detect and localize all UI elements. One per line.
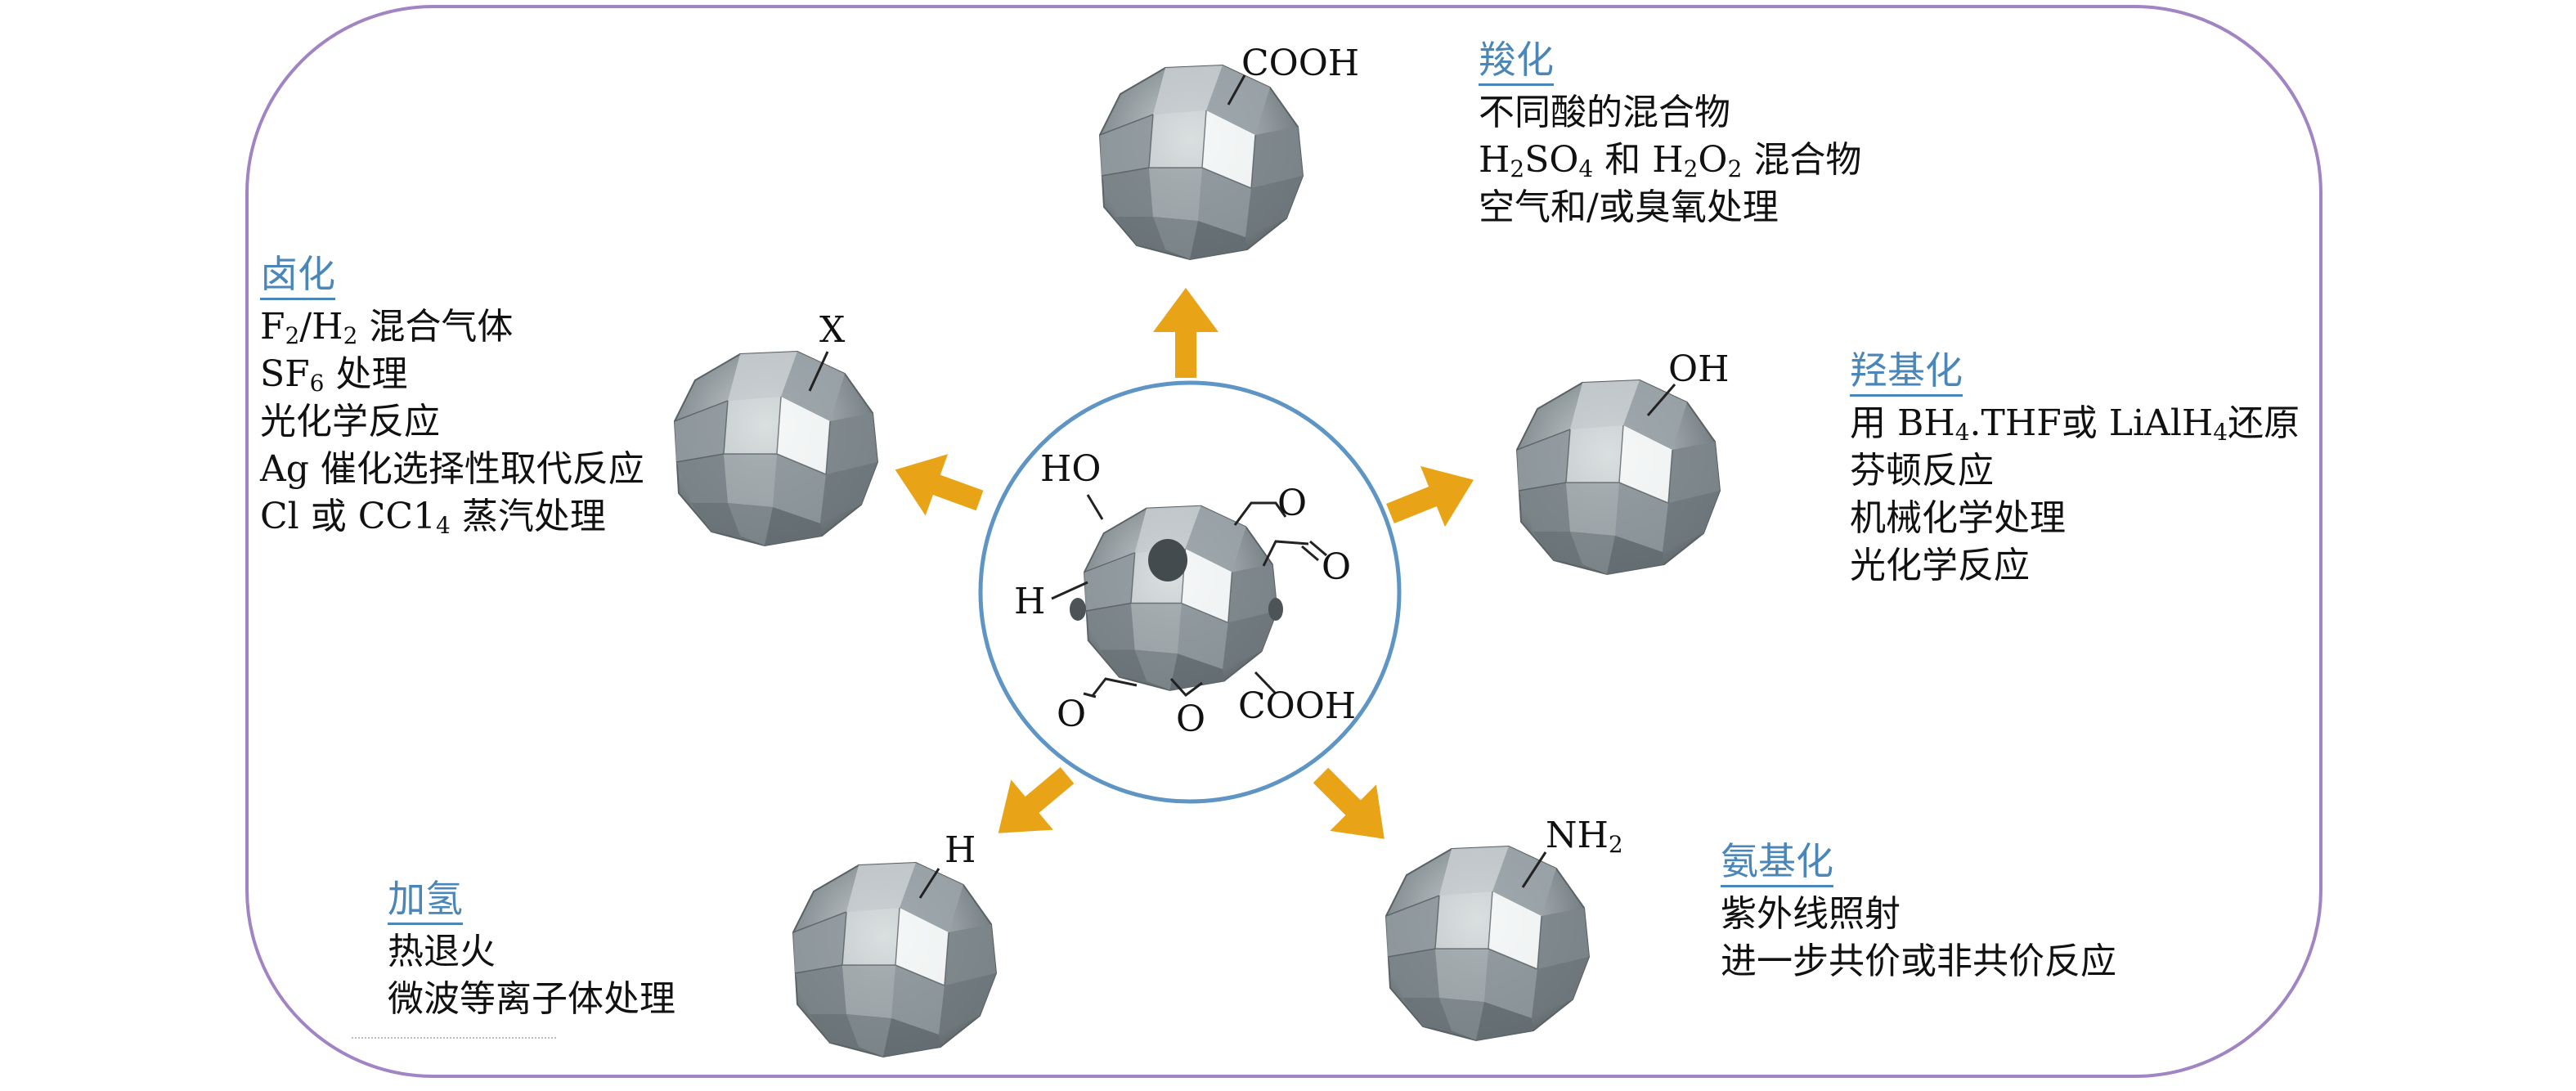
group-line-hydrogenation: 热退火 — [388, 928, 675, 976]
particle-label-amine: NH2 — [1546, 815, 1623, 858]
line-segment: 热退火 — [388, 931, 496, 972]
line-segment: 不同酸的混合物 — [1479, 92, 1730, 133]
bond-carboxyl — [1227, 74, 1246, 106]
bond-hydrogen — [918, 868, 940, 899]
group-title-amination: 氨基化 — [1721, 839, 1833, 887]
rounded-frame — [245, 5, 2322, 1078]
group-title-hydrogenation: 加氢 — [388, 877, 463, 925]
line-segment: O — [1698, 139, 1728, 181]
group-line-halogenation: 光化学反应 — [260, 398, 644, 446]
group-line-hydroxylation: 用 BH4.THF或 LiAlH4还原 — [1850, 400, 2300, 447]
line-segment: 6 — [309, 370, 325, 397]
center-pore-left — [1070, 598, 1086, 621]
group-line-halogenation: SF6 处理 — [260, 351, 644, 398]
line-segment: 处理 — [324, 353, 408, 395]
center-label-o-left: O — [1057, 694, 1087, 735]
line-segment: .THF或 LiAlH — [1969, 402, 2214, 444]
arrow-up-right — [1378, 449, 1486, 545]
line-segment: Cl 或 CC1 — [260, 496, 437, 537]
group-line-hydroxylation: 芬顿反应 — [1850, 447, 2300, 495]
particle-amine — [1385, 846, 1590, 1041]
center-label-o-epoxy: O — [1176, 698, 1206, 740]
center-label-h: H — [1014, 581, 1046, 622]
line-segment: 混合气体 — [357, 306, 514, 348]
group-title-carboxylation: 羧化 — [1479, 38, 1554, 86]
line-segment: 2 — [343, 322, 358, 349]
group-line-halogenation: Cl 或 CC14 蒸汽处理 — [260, 493, 644, 541]
line-segment: 光化学反应 — [260, 401, 440, 442]
particle-label-hydrogen: H — [945, 829, 976, 871]
center-label-cooh: COOH — [1238, 685, 1357, 727]
group-hydroxylation: 羟基化用 BH4.THF或 LiAlH4还原芬顿反应机械化学处理光化学反应 — [1850, 348, 2300, 590]
center-label-ho: HO — [1040, 448, 1102, 490]
group-amination: 氨基化紫外线照射进一步共价或非共价反应 — [1721, 839, 2116, 985]
arrow-down-right — [1297, 752, 1408, 863]
particle-label-carboxyl: COOH — [1241, 43, 1360, 84]
group-line-amination: 进一步共价或非共价反应 — [1721, 938, 2116, 985]
particle-label-halogen: X — [819, 309, 846, 351]
line-segment: 2 — [1683, 155, 1699, 182]
group-hydrogenation: 加氢热退火微波等离子体处理 — [388, 877, 675, 1023]
group-title-hydroxylation: 羟基化 — [1850, 348, 1963, 397]
line-segment: 4 — [2213, 419, 2228, 446]
line-segment: 和 H — [1593, 139, 1684, 181]
line-segment: F — [260, 306, 285, 348]
particle-hydrogen — [792, 862, 997, 1057]
bond-amine — [1521, 851, 1547, 888]
center-bonds — [1051, 494, 1327, 698]
particle-hydroxyl — [1516, 379, 1721, 575]
group-line-amination: 紫外线照射 — [1721, 891, 2116, 938]
particle-label-hydroxyl: OH — [1668, 348, 1730, 390]
dotted-mark — [352, 1037, 556, 1039]
line-segment: 4 — [1578, 155, 1594, 182]
line-segment: 用 BH — [1850, 402, 1955, 444]
bond-hydroxyl — [1646, 384, 1676, 416]
line-segment: SF — [260, 353, 310, 395]
line-segment: 光化学反应 — [1850, 545, 2030, 586]
line-segment: 空气和/或臭氧处理 — [1479, 186, 1779, 228]
group-line-halogenation: Ag 催化选择性取代反应 — [260, 446, 644, 493]
center-pore-right — [1268, 598, 1283, 621]
arrow-up — [1153, 288, 1218, 378]
line-segment: 微波等离子体处理 — [388, 978, 675, 1020]
line-segment: 还原 — [2228, 402, 2300, 444]
group-line-carboxylation: 空气和/或臭氧处理 — [1479, 184, 1861, 231]
group-title-halogenation: 卤化 — [260, 252, 335, 300]
line-segment: SO — [1524, 139, 1579, 181]
line-segment: 2 — [285, 322, 300, 349]
group-line-hydrogenation: 微波等离子体处理 — [388, 976, 675, 1023]
group-line-hydroxylation: 机械化学处理 — [1850, 495, 2300, 542]
line-segment: 4 — [436, 512, 451, 539]
particle-halogen — [674, 351, 878, 546]
center-pore — [1148, 539, 1187, 581]
particle-carboxyl — [1099, 65, 1304, 260]
line-segment: 2 — [1727, 155, 1743, 182]
arrow-up-left — [883, 438, 991, 532]
line-segment: Ag 催化选择性取代反应 — [260, 448, 644, 490]
line-segment: 机械化学处理 — [1850, 497, 2066, 539]
line-segment: 混合物 — [1742, 139, 1862, 181]
line-segment: 蒸汽处理 — [450, 496, 606, 537]
group-line-halogenation: F2/H2 混合气体 — [260, 303, 644, 351]
line-segment: H — [1479, 139, 1510, 181]
group-line-carboxylation: 不同酸的混合物 — [1479, 89, 1861, 137]
group-line-carboxylation: H2SO4 和 H2O2 混合物 — [1479, 137, 1861, 184]
center-label-o-ring-top: O — [1277, 483, 1308, 524]
line-segment: 4 — [1954, 419, 1970, 446]
line-segment: 2 — [1510, 155, 1525, 182]
bond-halogen — [808, 351, 829, 392]
line-segment: 进一步共价或非共价反应 — [1721, 941, 2116, 982]
line-segment: /H — [299, 306, 343, 348]
group-line-hydroxylation: 光化学反应 — [1850, 542, 2300, 590]
center-label-o-ring-right: O — [1322, 546, 1352, 588]
line-segment: 芬顿反应 — [1850, 450, 1994, 492]
line-segment: 紫外线照射 — [1721, 893, 1901, 935]
center-particle — [1084, 505, 1278, 691]
